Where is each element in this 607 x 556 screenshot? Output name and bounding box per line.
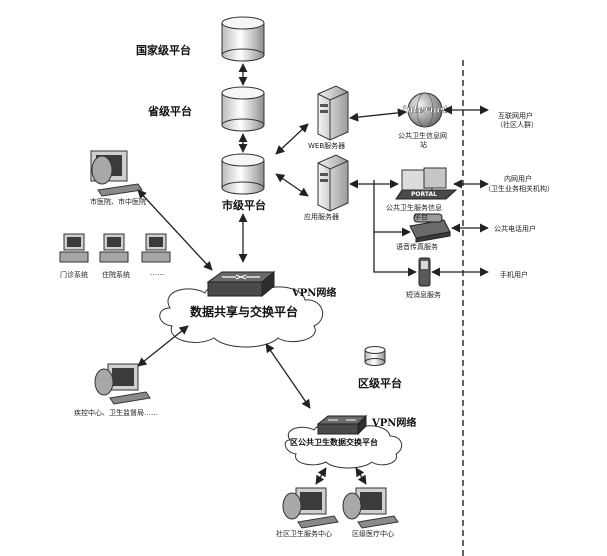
vpn-switch-icon [206, 270, 276, 298]
cdc-label: 疾控中心、卫生监督局…… [74, 409, 158, 417]
sms-service-label: 短消息服务 [406, 291, 441, 299]
exchange-district-arrow [265, 343, 311, 409]
info-net-label: 公共卫生信息网 [398, 132, 447, 140]
data-exchange-label: 数据共享与交换平台 [190, 305, 299, 319]
phone-user-label: 公共电话用户 [494, 225, 536, 233]
national-platform-label: 国家级平台 [136, 44, 191, 57]
municipal-web-arrow [275, 123, 309, 155]
district-community-arrow [315, 467, 327, 485]
outpatient-computer-icon [59, 233, 89, 263]
hospital-ellipsis: …… [150, 269, 164, 277]
portal-logo-text: PORTAL [411, 191, 437, 198]
municipal-platform-label: 市级平台 [222, 199, 266, 212]
inpatient-computer-icon [99, 233, 129, 263]
cdc-computer-icon [94, 363, 151, 405]
connection-arrows [137, 63, 489, 485]
info-net-suffix: 站 [420, 141, 427, 149]
internet-logo-text: internet [402, 105, 448, 116]
app-sms-arrow [373, 232, 417, 277]
district-medical-computer-icon [342, 487, 399, 529]
hospital-computer-icon [90, 150, 143, 197]
voice-fax-icon [409, 213, 451, 243]
outpatient-label: 门诊系统 [60, 271, 88, 279]
exchange-cdc-arrow [137, 325, 189, 367]
inpatient-label: 住院系统 [102, 271, 130, 279]
web-server-icon [317, 85, 349, 141]
mobile-phone-icon [418, 257, 431, 287]
intranet-user-sub: （卫生业务相关机构） [484, 185, 554, 193]
hospital-label: 市医院、市中医院 [90, 198, 146, 206]
voice-service-label: 语音传真服务 [396, 243, 438, 251]
service-platform-label: 公共卫生服务信息 [386, 204, 442, 212]
district-exchange-label: 区公共卫生数据交换平台 [290, 437, 378, 447]
national-platform-db-icon [221, 16, 265, 62]
mobile-user-label: 手机用户 [500, 271, 528, 279]
internet-user-sub: （社区人群） [496, 121, 538, 129]
municipal-platform-db-icon [221, 153, 265, 195]
web-internet-arrow [349, 108, 407, 122]
district-medical-label: 区级医疗中心 [352, 530, 394, 538]
service-platform-suffix: 平台 [414, 213, 428, 221]
community-service-label: 社区卫生服务中心 [276, 530, 332, 538]
district-vpn-switch-icon [316, 414, 368, 436]
provincial-platform-db-icon [221, 86, 265, 132]
hospital-exchange-arrow [137, 189, 213, 271]
municipal-app-arrow [275, 173, 309, 197]
portal-icon: PORTAL [395, 167, 458, 200]
intranet-user-label: 内网用户 [504, 175, 532, 183]
vpn-label-main: VPN网络 [292, 288, 337, 299]
application-server-icon [317, 154, 349, 212]
web-server-label: WEB服务器 [308, 142, 346, 150]
district-medical-arrow [355, 467, 367, 485]
internet-globe-icon: internet [402, 92, 448, 128]
provincial-platform-label: 省级平台 [148, 105, 192, 118]
other-system-computer-icon [141, 233, 171, 263]
district-platform-db-icon [364, 346, 386, 366]
district-platform-label: 区级平台 [358, 377, 402, 390]
internet-user-label: 互联网用户 [498, 112, 533, 120]
vpn-label-district: VPN网络 [372, 418, 417, 429]
app-server-label: 应用服务器 [304, 213, 339, 221]
community-service-computer-icon [282, 487, 339, 529]
